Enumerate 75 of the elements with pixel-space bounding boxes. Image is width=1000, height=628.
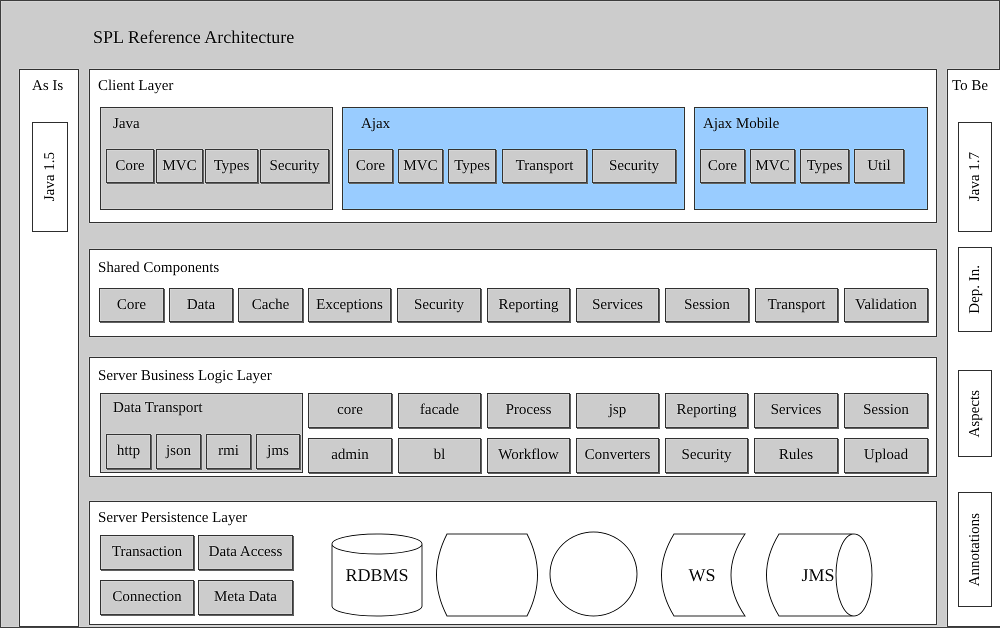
component-box: jsp xyxy=(576,393,659,428)
horizontal-cylinder: JMS xyxy=(764,534,872,616)
component-box: Data xyxy=(169,288,233,322)
component-box: Connection xyxy=(100,580,194,615)
version-box: Java 1.7 xyxy=(958,122,992,232)
component-box: http xyxy=(106,434,151,469)
panel-title: Ajax Mobile xyxy=(703,116,780,133)
component-box: Reporting xyxy=(665,393,748,428)
component-group xyxy=(342,107,685,210)
component-box: Util xyxy=(854,149,904,183)
component-group xyxy=(100,393,303,473)
component-box: Workflow xyxy=(487,438,570,473)
component-box: Security xyxy=(260,149,329,183)
component-box: Security xyxy=(592,149,676,183)
version-box: Java 1.5 xyxy=(32,122,68,232)
component-box: facade xyxy=(398,393,481,428)
component-box: rmi xyxy=(206,434,251,469)
component-box: Cache xyxy=(238,288,303,322)
component-box: Transport xyxy=(502,149,587,183)
component-box: Types xyxy=(205,149,258,183)
circle-shape xyxy=(550,532,637,616)
component-box: Converters xyxy=(576,438,659,473)
version-box: Aspects xyxy=(958,370,992,457)
panel-title: Client Layer xyxy=(98,78,174,95)
panel-title: As Is xyxy=(32,78,64,95)
component-box: Core xyxy=(106,149,154,183)
component-box: Security xyxy=(665,438,748,473)
component-box: Session xyxy=(665,288,749,322)
panel-title: Server Business Logic Layer xyxy=(98,368,272,385)
curved-storage-shape: WS xyxy=(659,534,745,616)
component-box: Transaction xyxy=(100,535,194,570)
component-box: Core xyxy=(700,149,745,183)
component-group xyxy=(100,107,333,210)
component-box: Core xyxy=(99,288,164,322)
version-box: Dep. In. xyxy=(958,247,992,332)
panel-title: Ajax xyxy=(361,116,390,133)
component-box: MVC xyxy=(398,149,443,183)
component-box: Data Access xyxy=(198,535,293,570)
component-box: Types xyxy=(448,149,496,183)
component-box: Meta Data xyxy=(198,580,293,615)
component-box: admin xyxy=(308,438,392,473)
frame-heading: SPL Reference Architecture xyxy=(93,27,294,48)
component-box: Validation xyxy=(844,288,928,322)
component-box: bl xyxy=(398,438,481,473)
layer-panel xyxy=(89,357,937,477)
component-box: Services xyxy=(576,288,659,322)
panel-title: To Be xyxy=(952,78,988,95)
component-box: jms xyxy=(256,434,300,469)
component-box: Upload xyxy=(844,438,928,473)
component-box: Session xyxy=(844,393,928,428)
layer-panel xyxy=(89,69,937,223)
panel-title: Shared Components xyxy=(98,260,220,277)
database-cylinder: RDBMS xyxy=(332,534,422,616)
panel-title: Java xyxy=(113,116,140,133)
component-box: Services xyxy=(754,393,838,428)
component-box: Types xyxy=(800,149,849,183)
side-panel xyxy=(947,69,1000,627)
version-box: Annotations xyxy=(958,492,992,607)
component-box: Reporting xyxy=(487,288,570,322)
component-box: MVC xyxy=(156,149,203,183)
panel-title: Server Persistence Layer xyxy=(98,510,248,527)
component-box: Exceptions xyxy=(308,288,391,322)
panel-title: Data Transport xyxy=(113,400,203,417)
component-box: Process xyxy=(487,393,570,428)
component-box: Security xyxy=(397,288,481,322)
component-box: Transport xyxy=(755,288,838,322)
component-box: MVC xyxy=(750,149,795,183)
component-box: Rules xyxy=(754,438,838,473)
side-panel xyxy=(19,69,79,627)
component-group xyxy=(694,107,928,210)
component-box: json xyxy=(156,434,201,469)
component-box: core xyxy=(308,393,392,428)
layer-panel xyxy=(89,501,937,625)
component-box: Core xyxy=(348,149,393,183)
layer-panel xyxy=(89,249,937,337)
